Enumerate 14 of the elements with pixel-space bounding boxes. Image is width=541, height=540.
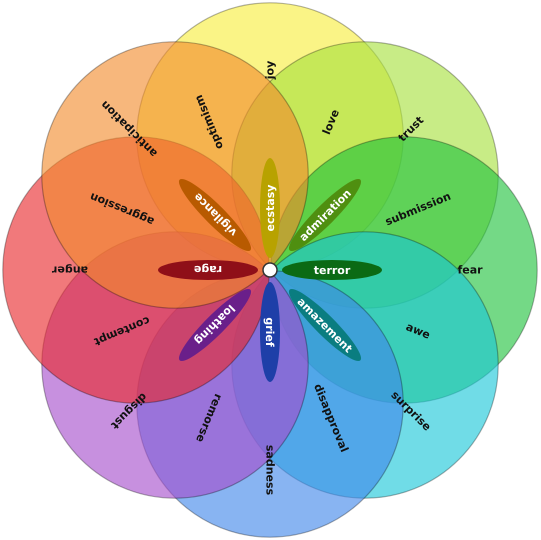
emotion-label: ecstasy <box>264 184 276 232</box>
emotion-label: joy <box>264 60 276 80</box>
petal-shape <box>158 260 258 280</box>
emotion-label: terror <box>314 264 350 276</box>
emotion-label: love <box>321 108 342 136</box>
emotion-label: grief <box>264 317 276 347</box>
emotion-label: fear <box>457 264 483 276</box>
emotion-label: sadness <box>264 444 276 496</box>
petal-shape <box>260 158 280 258</box>
emotion-label: rage <box>194 264 222 276</box>
petal-shape <box>260 282 280 382</box>
petal-shape <box>282 260 382 280</box>
emotion-label: awe <box>404 321 432 342</box>
emotion-label: anger <box>52 264 88 276</box>
